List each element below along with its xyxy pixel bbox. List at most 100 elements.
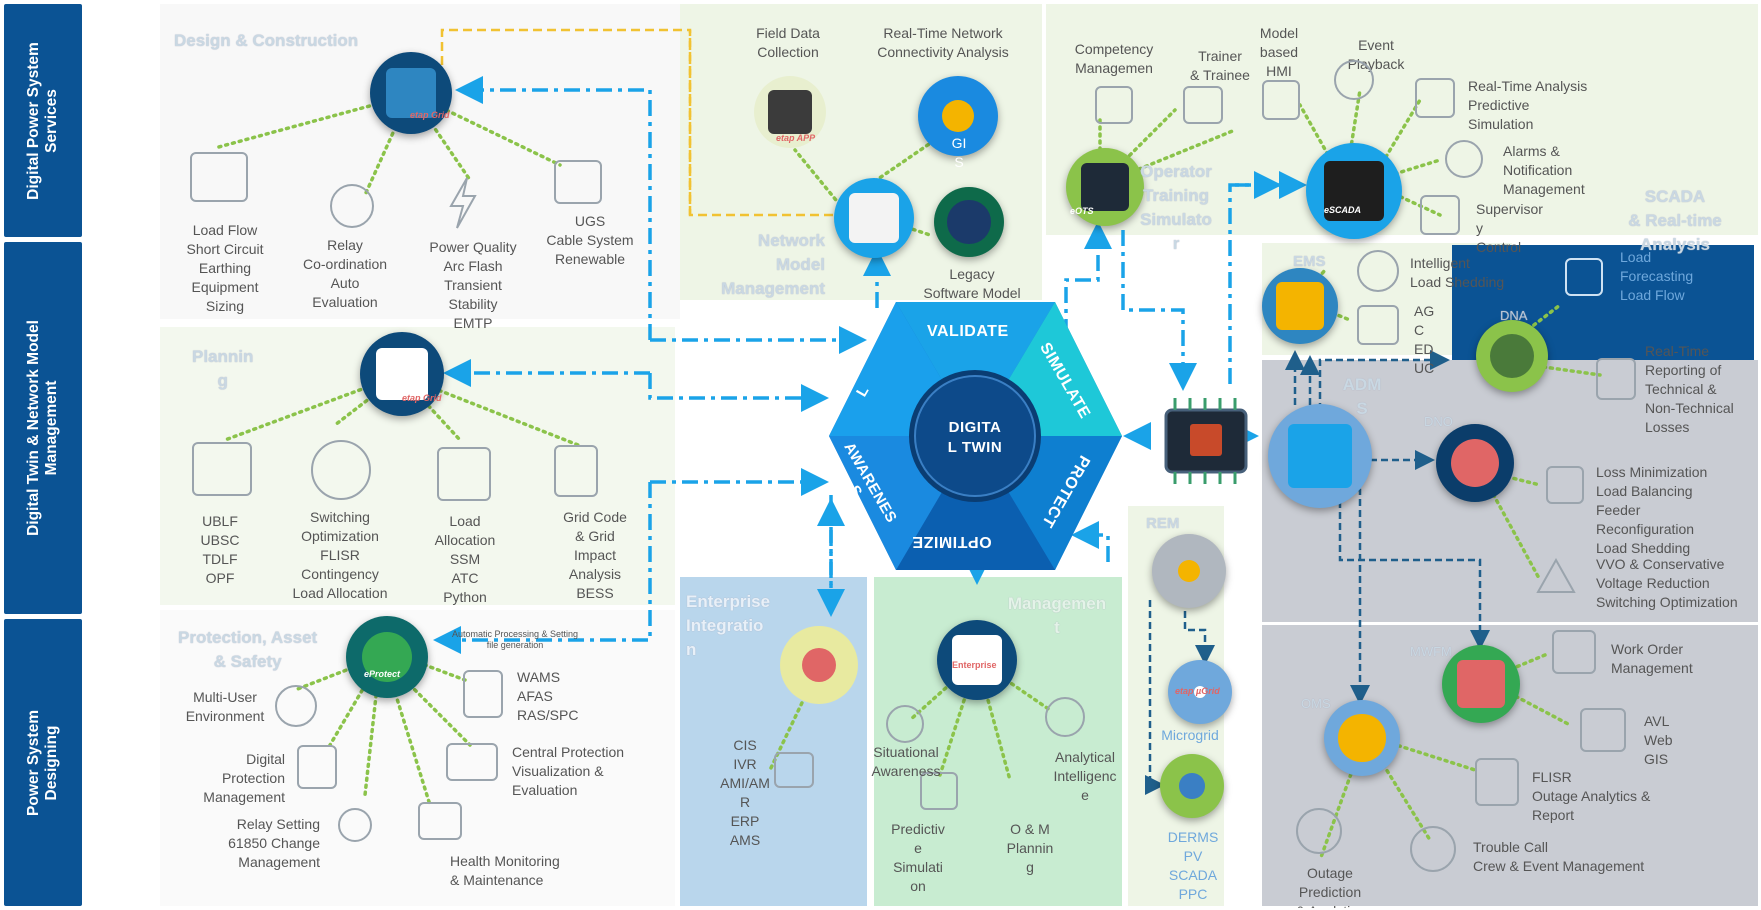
trouble-call-icon	[1410, 826, 1456, 872]
scada-item-2: Alarms & Notification Management	[1503, 143, 1585, 197]
digital-twin-hexagon	[829, 302, 1122, 570]
planning-title: Plannin g	[192, 347, 254, 390]
design-item-4: UGS Cable System Renewable	[546, 213, 634, 267]
predictive-icon	[920, 772, 958, 810]
reporting-icon	[1596, 358, 1636, 400]
ems-item-2: AG C ED UC	[1414, 303, 1435, 376]
design-item-3: Power Quality Arc Flash Transient Stabil…	[429, 239, 517, 331]
design-item-2: Relay Co-ordination Auto Evaluation	[302, 237, 388, 310]
network-model-hub	[834, 178, 914, 258]
alarm-icon	[1445, 140, 1483, 178]
competency-icon	[1095, 86, 1133, 124]
ots-hub	[1066, 148, 1144, 226]
flisr-icon	[1475, 758, 1519, 806]
protection-hub-badge: eProtect	[364, 669, 401, 679]
dna-item-2: Real-Time Reporting of Technical & Non-T…	[1645, 343, 1734, 435]
relay-icon	[330, 184, 374, 228]
legacy-label: Legacy Software Model	[923, 266, 1021, 301]
hex-optimize: OPTIMIZE	[912, 533, 992, 550]
dna-hub	[1476, 320, 1548, 392]
design-hub-badge: etap Grid	[410, 110, 450, 120]
sidebar-tab-designing: Power System Designing	[4, 619, 82, 906]
scada-item-1: Real-Time Analysis Predictive Simulation	[1468, 78, 1588, 132]
ems-title: EMS	[1293, 253, 1326, 270]
mwfm-title: MWFM	[1410, 644, 1452, 659]
health-monitor-icon	[418, 802, 462, 840]
dno-item-1: Loss Minimization Load Balancing Feeder …	[1596, 464, 1708, 556]
wams-icon	[463, 670, 503, 718]
lightning-icon	[447, 176, 479, 230]
dno-item-2: VVO & Conservative Voltage Reduction Swi…	[1596, 556, 1738, 610]
ots-title: Operator Training Simulato r	[1140, 162, 1212, 253]
agc-icon	[1357, 305, 1399, 345]
event-playback-icon	[1334, 60, 1374, 100]
dna-title: DNA	[1500, 308, 1528, 323]
work-order-icon	[1552, 630, 1596, 674]
oms-title: OMS	[1301, 696, 1331, 711]
om-planning-icon	[993, 768, 1029, 804]
avl-map-icon	[1580, 708, 1626, 752]
oms-item-1: FLISR Outage Analytics & Report	[1532, 769, 1651, 823]
ems-item-1: Intelligent Load Shedding	[1410, 255, 1505, 290]
management-title: Managemen t	[1007, 594, 1107, 637]
outage-prediction-icon	[1296, 808, 1342, 854]
meter-icon	[437, 447, 491, 501]
ots-item-1: Competency Managemen	[1074, 41, 1154, 76]
forecast-icon	[1565, 258, 1603, 296]
relay-setting-gear-icon	[338, 808, 372, 842]
protection-item-6: WAMS AFAS RAS/SPC	[517, 669, 579, 723]
rem-hub	[1152, 534, 1226, 608]
hex-validate: VALIDATE	[927, 323, 1009, 340]
management-item-1: Situational Awareness	[871, 744, 941, 779]
microgrid-label: Microgrid	[1161, 727, 1219, 743]
management-hub	[937, 620, 1017, 700]
derms-hub	[1160, 754, 1224, 818]
scada-hub	[1306, 143, 1402, 239]
protection-hub	[346, 616, 428, 698]
enterprise-api-icon	[774, 752, 814, 788]
planning-hub	[360, 332, 444, 416]
oms-item-3: Outage Prediction & Analytics	[1296, 865, 1364, 908]
design-item-1: Load Flow Short Circuit Earthing Equipme…	[186, 222, 264, 314]
planning-item-4: Grid Code & Grid Impact Analysis BESS	[563, 509, 627, 601]
scada-badge: eSCADA	[1324, 205, 1362, 215]
hmi-icon	[1262, 80, 1300, 120]
network-rtnca-label: Real-Time Network Connectivity Analysis	[877, 25, 1009, 60]
legacy-model-hub	[934, 187, 1004, 257]
field-data-hub	[754, 76, 826, 148]
management-item-2: Analytical Intelligenc e	[1053, 749, 1117, 803]
planning-hub-badge: etap Grid	[402, 393, 442, 403]
ublf-icon	[192, 442, 252, 496]
adms-title: ADM S	[1342, 375, 1382, 418]
microgrid-hub	[1168, 660, 1232, 724]
design-title: Design & Construction	[174, 31, 359, 50]
mwfm-item-2: AVL Web GIS	[1644, 713, 1673, 767]
supervisory-icon	[1420, 195, 1460, 235]
protection-item-2: Digital Protection Management	[203, 751, 285, 805]
planning-item-2: Switching Optimization FLISR Contingency…	[292, 509, 388, 601]
analytical-icon	[1045, 697, 1085, 737]
enterprise-title: Enterprise Integratio n	[686, 592, 771, 659]
sidebar-tab-services: Digital Power System Services	[4, 4, 82, 237]
cable-icon	[554, 160, 602, 204]
ots-item-3: Model based HMI	[1259, 25, 1299, 79]
planning-item-3: Load Allocation SSM ATC Python	[434, 513, 496, 605]
scada-title: SCADA & Real-time Analysis	[1628, 187, 1722, 254]
enterprise-hub	[780, 626, 858, 704]
network-field-label: Field Data Collection	[756, 25, 820, 60]
protection-item-3: Relay Setting 61850 Change Management	[228, 816, 320, 870]
enterprise-items: CIS IVR AMI/AM R ERP AMS	[720, 737, 770, 848]
mwfm-hub	[1442, 645, 1520, 723]
protection-note: Automatic Processing & Setting file gene…	[451, 629, 579, 650]
protection-title: Protection, Asset & Safety	[178, 628, 318, 671]
load-flow-icon	[190, 152, 248, 202]
rem-badge: etap µGrid	[1175, 686, 1220, 696]
protection-item-5: Central Protection Visualization & Evalu…	[512, 744, 625, 798]
gis-label: GI S	[951, 135, 967, 170]
dna-item-1: Load Forecasting Load Flow	[1620, 249, 1694, 303]
multi-user-icon	[275, 685, 317, 727]
central-protection-icon	[446, 743, 498, 781]
management-item-3: Predictiv e Simulati on	[891, 821, 945, 894]
rem-title: REM	[1146, 515, 1180, 532]
ots-badge: eOTS	[1070, 206, 1094, 216]
